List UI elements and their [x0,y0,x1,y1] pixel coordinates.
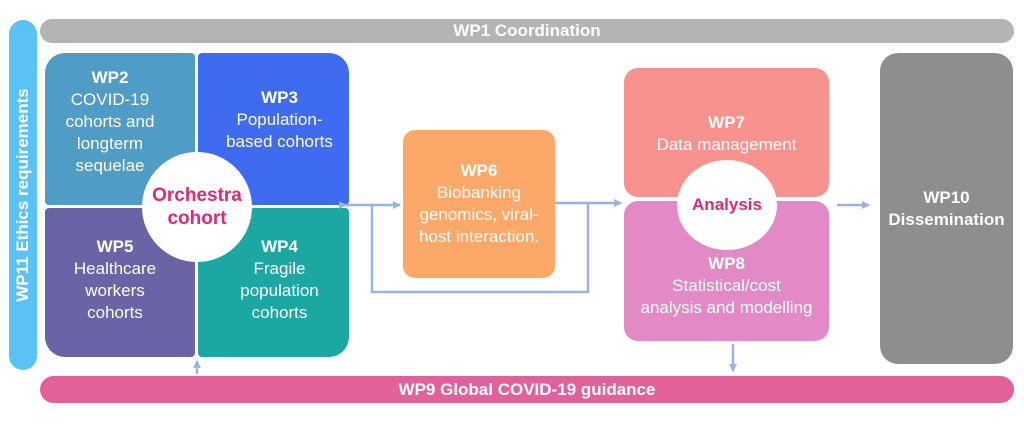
orchestra-cohort-line: Orchestra [152,185,242,206]
analysis-circle: Analysis [677,160,777,250]
analysis-label: Analysis [692,195,762,214]
wp1-coordination-label: WP1 Coordination [453,21,601,40]
wp6-box: WP6 Biobanking genomics, viral- host int… [403,130,555,278]
wp2-text-line: longterm [76,134,144,153]
wp6-text-line: Biobanking [436,183,522,202]
wp3-title: WP3 [261,88,298,107]
wp11-ethics-bar: WP11 Ethics requirements [9,20,37,370]
wp8-title: WP8 [708,254,745,273]
wp9-guidance-bar: WP9 Global COVID-19 guidance [40,376,1014,403]
wp3-text-line: Population- [236,110,323,129]
orchestra-cohort-circle: Orchestra cohort [142,152,252,262]
wp9-guidance-label: WP9 Global COVID-19 guidance [398,379,656,399]
wp8-text-line: analysis and modelling [640,298,813,317]
wp2-text-line: COVID-19 [70,90,150,109]
wp3-text-line: based cohorts [226,132,333,151]
wp6-text-line: genomics, viral- [419,205,539,224]
wp4-text-line: Fragile [253,259,306,278]
wp10-text-line: Dissemination [888,209,1005,229]
wp5-text-line: Healthcare [73,259,157,278]
wp10-title: WP10 [923,187,970,207]
wp2-text-line: sequelae [75,156,145,175]
wp5-text-line: cohorts [87,303,143,322]
wp1-coordination-bar: WP1 Coordination [40,19,1014,43]
wp4-text-line: cohorts [251,303,308,322]
wp6-title: WP6 [460,161,498,180]
wp3-box: WP3 Population- based cohorts [198,53,349,205]
wp5-title: WP5 [96,237,134,256]
wp8-text-line: Statistical/cost [672,276,781,295]
wp2-box: WP2 COVID-19 cohorts and longterm sequel… [45,53,195,205]
wp4-title: WP4 [261,237,298,256]
wp2-title: WP2 [91,68,129,87]
wp2-text-line: cohorts and [65,112,155,131]
cohort-to-analysis-bypass-line [370,201,590,294]
orchestra-cohort-line: cohort [167,208,227,229]
wp7-title: WP7 [708,113,745,132]
wp7-text-line: Data management [656,135,797,154]
wp4-text-line: population [240,281,319,300]
wp6-text-line: host interaction. [418,227,539,246]
wp5-text-line: workers [85,281,145,300]
wp10-box: WP10 Dissemination [880,53,1013,364]
